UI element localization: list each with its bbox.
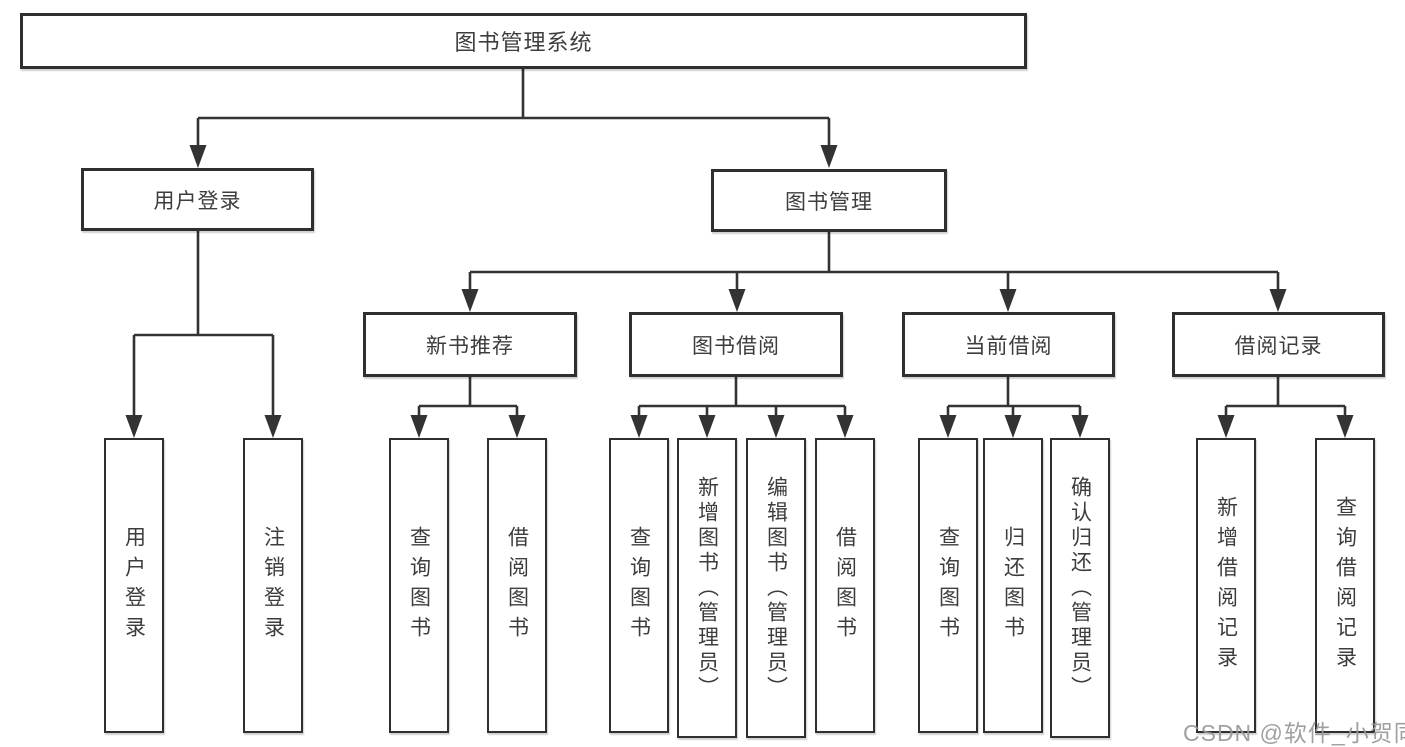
leaf-return-books-label: 归还图书: [1001, 525, 1025, 646]
leaf-logout-label: 注销登录: [261, 525, 285, 646]
leaf-query-books-1-label: 查询图书: [407, 525, 431, 646]
leaf-edit-books-admin-label: 编辑图书（管理员）: [764, 475, 788, 701]
leaf-add-books-admin-label: 新增图书（管理员）: [695, 475, 719, 701]
leaf-query-books-2: 查询图书: [609, 438, 669, 733]
leaf-query-books-3-label: 查询图书: [936, 525, 960, 646]
node-book-management-system: 图书管理系统: [20, 13, 1027, 69]
leaf-user-login-label: 用户登录: [122, 525, 146, 646]
leaf-confirm-return-admin: 确认归还（管理员）: [1050, 438, 1110, 738]
node-book-management: 图书管理: [711, 169, 947, 232]
leaf-borrow-books-2-label: 借阅图书: [833, 525, 857, 646]
leaf-add-books-admin: 新增图书（管理员）: [677, 438, 737, 738]
leaf-confirm-return-admin-label: 确认归还（管理员）: [1068, 475, 1092, 701]
leaf-borrow-books-2: 借阅图书: [815, 438, 875, 733]
leaf-query-borrow-record-label: 查询借阅记录: [1333, 495, 1357, 676]
leaf-add-borrow-record: 新增借阅记录: [1196, 438, 1256, 733]
leaf-logout: 注销登录: [243, 438, 303, 733]
node-book-borrowing: 图书借阅: [629, 312, 843, 377]
leaf-borrow-books-1: 借阅图书: [487, 438, 547, 733]
node-new-book-recommend: 新书推荐: [363, 312, 577, 377]
leaf-edit-books-admin: 编辑图书（管理员）: [746, 438, 806, 738]
arrowheads: [125, 145, 1354, 438]
leaf-query-books-1: 查询图书: [389, 438, 449, 733]
node-user-login: 用户登录: [81, 168, 314, 231]
leaf-user-login: 用户登录: [104, 438, 164, 733]
leaf-query-books-3: 查询图书: [918, 438, 978, 733]
leaf-query-books-2-label: 查询图书: [627, 525, 651, 646]
leaf-return-books: 归还图书: [983, 438, 1043, 733]
node-borrow-records: 借阅记录: [1172, 312, 1385, 377]
leaf-query-borrow-record: 查询借阅记录: [1315, 438, 1375, 733]
leaf-add-borrow-record-label: 新增借阅记录: [1214, 495, 1238, 676]
watermark: CSDN @软件_小贺同学: [1183, 720, 1405, 746]
node-current-borrowing: 当前借阅: [902, 312, 1115, 377]
connector-shafts: [132, 69, 1347, 420]
leaf-borrow-books-1-label: 借阅图书: [505, 525, 529, 646]
